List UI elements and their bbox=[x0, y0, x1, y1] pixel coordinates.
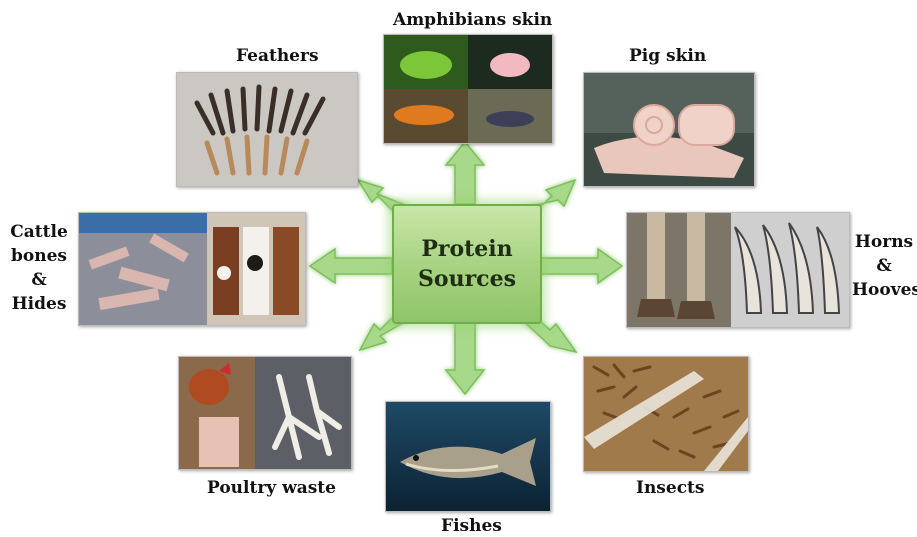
photo-feathers bbox=[176, 72, 358, 187]
photo-amphibians bbox=[383, 34, 553, 144]
cattle-line-1: Cattle bbox=[8, 220, 70, 244]
photo-pig-skin bbox=[583, 72, 755, 187]
label-pig-skin: Pig skin bbox=[629, 46, 706, 66]
arrow-right bbox=[538, 249, 622, 283]
label-amphibians-skin: Amphibians skin bbox=[393, 10, 552, 30]
arrow-left bbox=[310, 249, 392, 283]
hub-line-2: Sources bbox=[418, 264, 516, 294]
arrow-up bbox=[446, 142, 484, 204]
horns-line-3: Hooves bbox=[852, 278, 916, 302]
photo-fishes bbox=[385, 401, 551, 512]
photo-cattle bbox=[78, 212, 306, 326]
label-cattle-bones-hides: Cattle bones & Hides bbox=[8, 220, 70, 316]
cattle-line-2: bones bbox=[8, 244, 70, 268]
photo-insects bbox=[583, 356, 749, 472]
label-poultry-waste: Poultry waste bbox=[207, 478, 336, 498]
cattle-line-3: & bbox=[8, 268, 70, 292]
label-feathers: Feathers bbox=[236, 46, 319, 66]
label-insects: Insects bbox=[636, 478, 704, 498]
horns-line-2: & bbox=[852, 254, 916, 278]
horns-line-1: Horns bbox=[852, 230, 916, 254]
label-horns-hooves: Horns & Hooves bbox=[852, 230, 916, 302]
arrow-down bbox=[446, 320, 484, 394]
protein-sources-hub: Protein Sources bbox=[392, 204, 542, 324]
photo-horns-hooves bbox=[626, 212, 850, 328]
photo-poultry bbox=[178, 356, 352, 470]
cattle-line-4: Hides bbox=[8, 292, 70, 316]
label-fishes: Fishes bbox=[441, 516, 502, 536]
hub-line-1: Protein bbox=[421, 234, 512, 264]
